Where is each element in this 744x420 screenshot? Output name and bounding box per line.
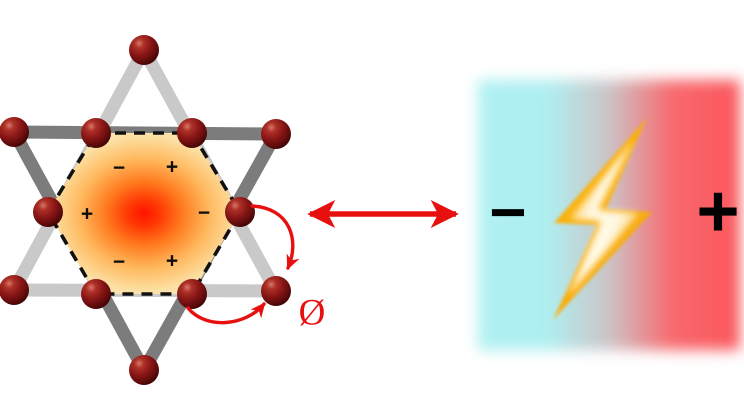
atom-inner-5: [81, 279, 111, 309]
atom-inner-1: [81, 118, 111, 148]
atom-inner-2: [177, 118, 207, 148]
charge-bottom-left: −: [113, 251, 125, 274]
atom-tip-lower-left: [0, 275, 29, 305]
rotation-angle-symbol: Ø: [299, 293, 326, 334]
star-lattice-cluster: − + + − − +: [0, 35, 325, 385]
charge-hexagon-fill: [48, 133, 240, 294]
polarized-slab: − +: [478, 80, 740, 350]
charge-right: −: [198, 202, 210, 225]
atom-tip-upper-right: [261, 119, 291, 149]
atom-inner-4: [177, 279, 207, 309]
atom-group-inner: [33, 118, 255, 309]
rotation-arrow-upper: [250, 204, 300, 270]
atom-inner-6: [33, 197, 63, 227]
bolt-core-glow: [568, 139, 639, 296]
atom-group-outer: [0, 35, 291, 385]
atom-tip-top: [129, 35, 159, 65]
atom-inner-3: [225, 197, 255, 227]
charge-top-right: +: [166, 156, 178, 179]
charge-bottom-right: +: [166, 250, 178, 273]
charge-left: +: [81, 203, 93, 226]
rotation-annotation: [186, 204, 300, 325]
charge-top-left: −: [113, 157, 125, 180]
atom-tip-bottom: [129, 355, 159, 385]
atom-tip-upper-left: [0, 117, 29, 147]
atom-tip-lower-right: [261, 276, 291, 306]
negative-pole-symbol: −: [489, 176, 526, 248]
positive-pole-symbol: +: [696, 170, 739, 253]
rotation-arrow-lower: [186, 302, 266, 325]
lightning-bolt: [553, 118, 652, 320]
